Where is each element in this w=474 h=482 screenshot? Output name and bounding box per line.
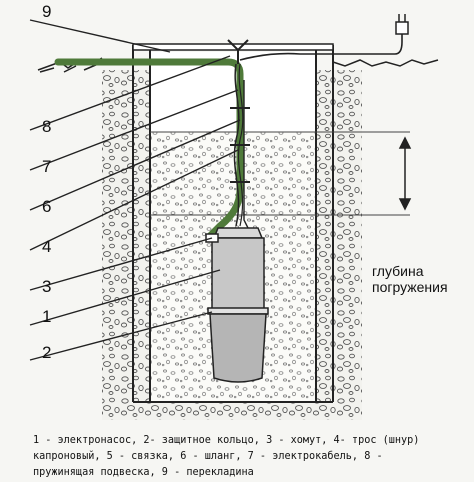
label-4: 4 xyxy=(42,237,51,256)
label-2: 2 xyxy=(42,343,51,362)
pump xyxy=(207,227,269,383)
legend: 1 - электронасос, 2- защитное кольцо, 3 … xyxy=(33,433,465,481)
label-9: 9 xyxy=(42,2,51,21)
legend-line-3: пружинящая подвеска, 9 - перекладина xyxy=(33,467,254,478)
hose xyxy=(54,58,244,240)
protective-ring xyxy=(207,307,269,315)
label-8: 8 xyxy=(42,117,51,136)
label-1: 1 xyxy=(42,307,51,326)
rope xyxy=(233,63,240,227)
label-3: 3 xyxy=(42,277,51,296)
leader-lines xyxy=(29,19,241,361)
legend-line-1: 1 - электронасос, 2- защитное кольцо, 3 … xyxy=(33,435,420,446)
plug-icon xyxy=(395,14,409,35)
electric-cable-top xyxy=(239,32,403,61)
depth-label-line2: погружения xyxy=(372,279,448,295)
spring-suspension xyxy=(227,39,249,64)
legend-line-2: капроновый, 5 - связка, 6 - шланг, 7 - э… xyxy=(33,451,383,462)
ties xyxy=(230,107,250,183)
label-7: 7 xyxy=(42,157,51,176)
rope-twist xyxy=(237,63,244,227)
well-walls xyxy=(132,44,334,403)
label-6: 6 xyxy=(42,197,51,216)
depth-label-line1: глубина xyxy=(372,263,424,279)
depth-arrow xyxy=(398,136,412,211)
